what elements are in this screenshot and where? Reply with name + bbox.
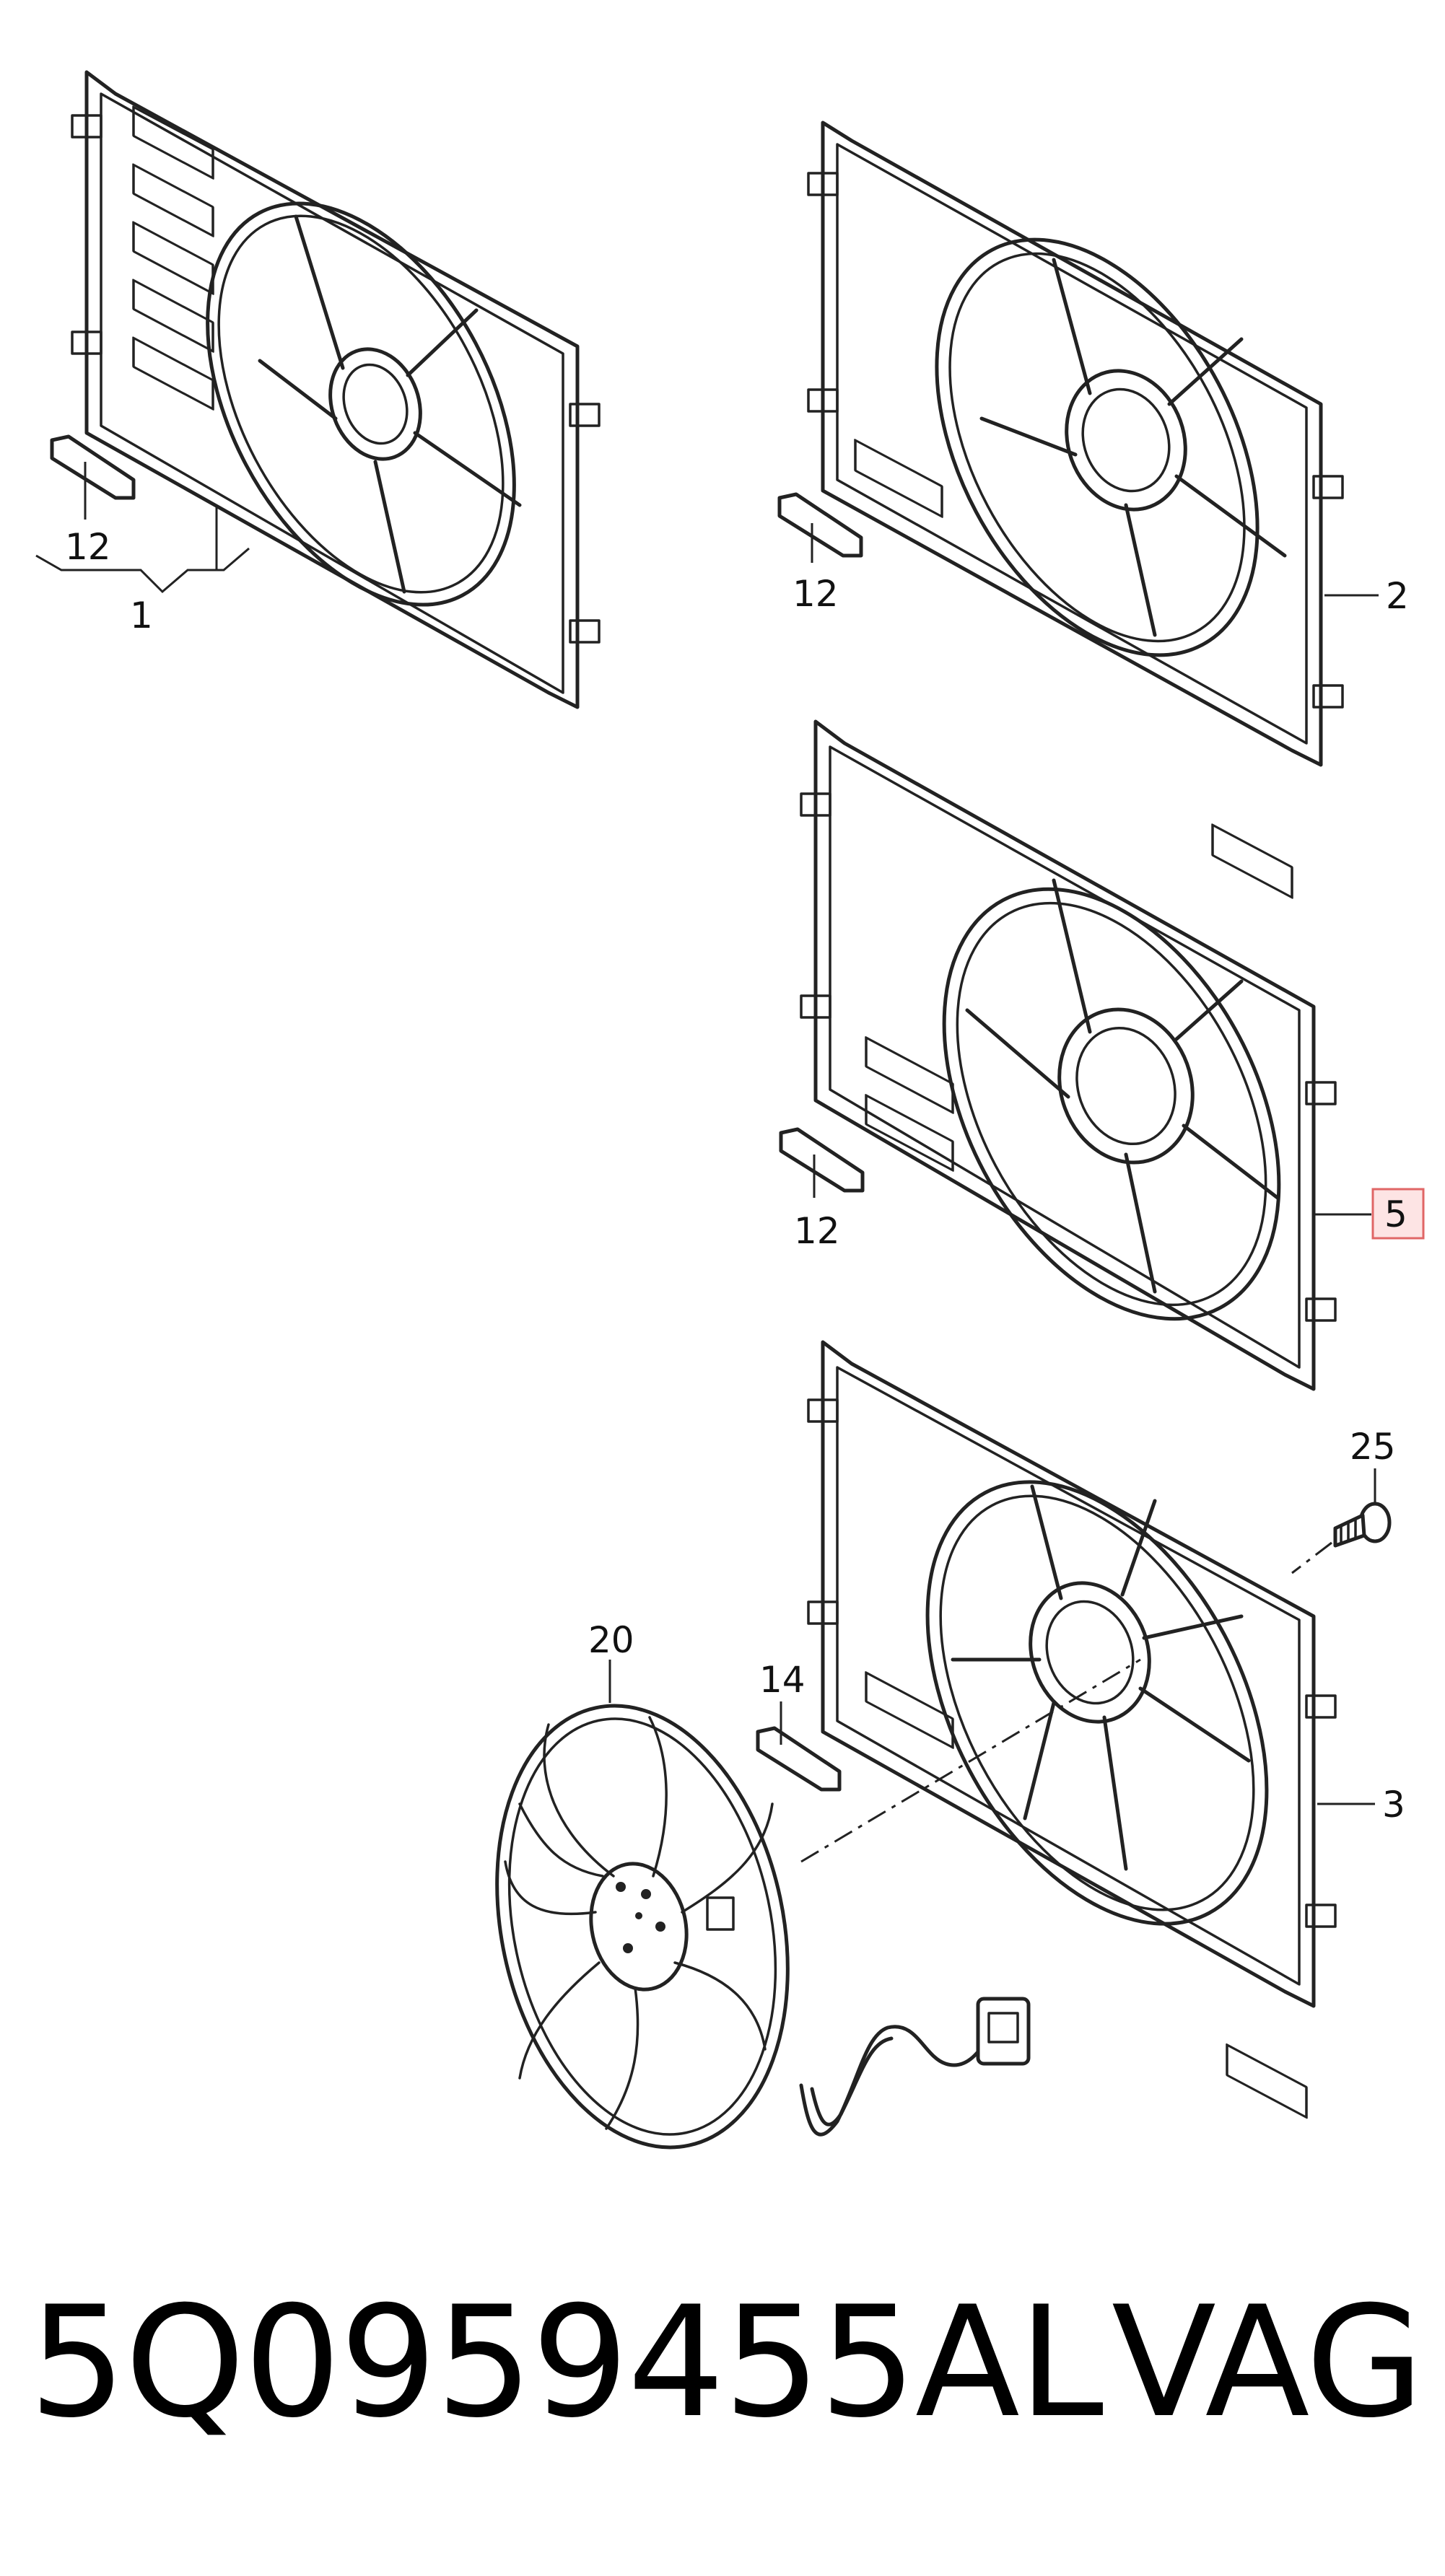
callout-14: 14	[759, 1659, 806, 1701]
callout-3: 3	[1382, 1784, 1405, 1826]
bracket-part-1	[35, 547, 250, 594]
axis-line-fan	[800, 1658, 1141, 1863]
fan-part-20[interactable]	[458, 1678, 1031, 2175]
part-number: 5Q0959455AL	[29, 2273, 1104, 2451]
callout-12-a: 12	[65, 526, 111, 568]
callout-1: 1	[130, 595, 153, 636]
shroud-part-2[interactable]	[807, 121, 1344, 899]
screw-part-25[interactable]	[1333, 1502, 1392, 1548]
seal-strip-12-c[interactable]	[779, 1127, 865, 1193]
seal-strip-12-b[interactable]	[777, 492, 863, 558]
callout-12-b: 12	[793, 573, 839, 615]
axis-line-screw	[1291, 1541, 1332, 1574]
footer-caption: 5Q0959455AL VAG	[29, 2273, 1424, 2461]
shroud-part-5[interactable]	[800, 719, 1348, 1391]
shroud-part-1[interactable]	[71, 70, 601, 709]
highlight-box-5	[1371, 1188, 1425, 1240]
callout-12-c: 12	[794, 1210, 840, 1252]
callout-25: 25	[1350, 1426, 1396, 1468]
seal-strip-12-a[interactable]	[50, 434, 136, 500]
callout-5: 5	[1384, 1193, 1407, 1235]
callout-2: 2	[1386, 575, 1409, 617]
shroud-part-3[interactable]	[807, 1340, 1337, 2119]
callout-20: 20	[588, 1619, 634, 1661]
brand-label: VAG	[1112, 2273, 1424, 2451]
seal-strip-14[interactable]	[756, 1726, 842, 1792]
